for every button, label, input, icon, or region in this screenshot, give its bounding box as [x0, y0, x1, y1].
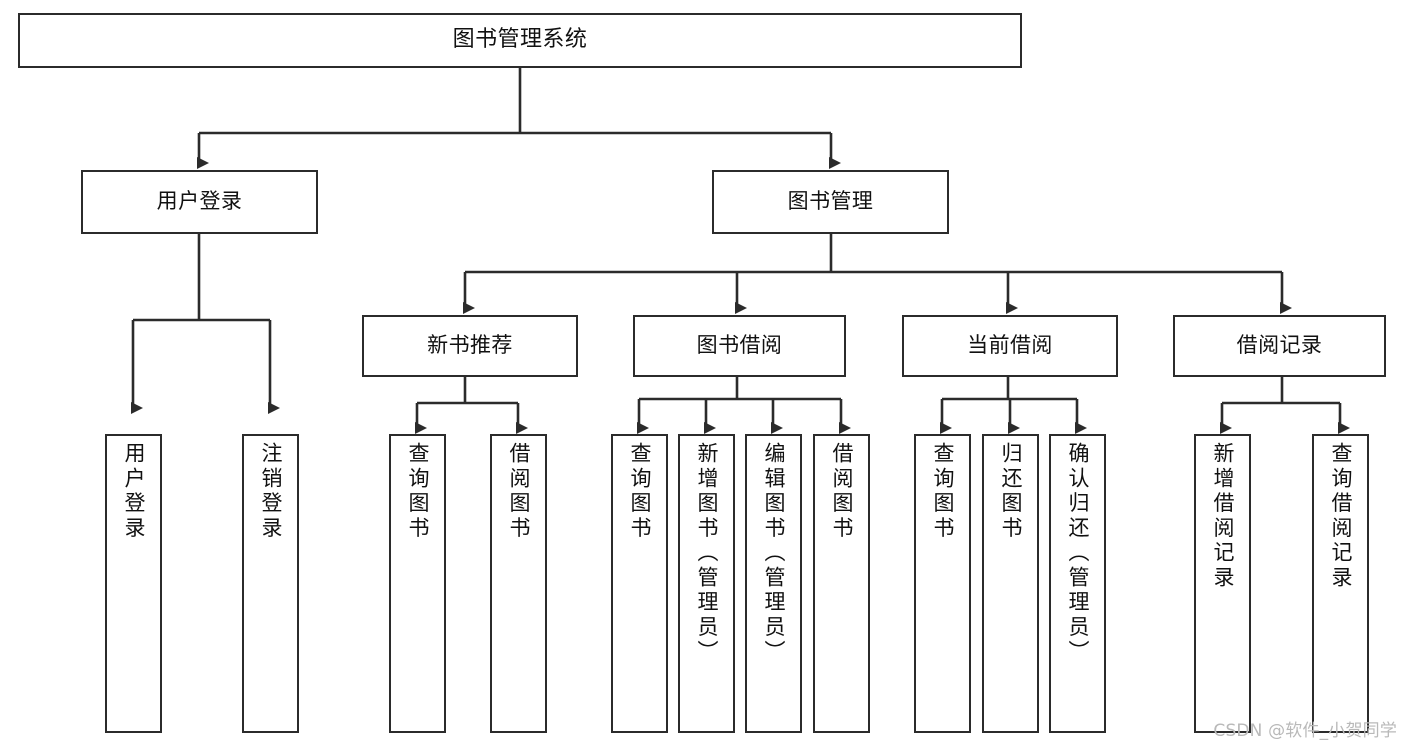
leaf-query-book-current[interactable]: 查询图书 — [914, 434, 971, 733]
leaf-query-book-borrow[interactable]: 查询图书 — [611, 434, 668, 733]
leaf-return-book[interactable]: 归还图书 — [982, 434, 1039, 733]
node-label: 确认归还（管理员） — [1066, 442, 1090, 666]
node-book-borrow[interactable]: 图书借阅 — [633, 315, 846, 377]
node-label: 图书管理系统 — [452, 27, 588, 53]
node-label: 查询借阅记录 — [1329, 442, 1353, 591]
leaf-borrow-book[interactable]: 借阅图书 — [813, 434, 870, 733]
leaf-logout[interactable]: 注销登录 — [242, 434, 299, 733]
node-book-management[interactable]: 图书管理 — [712, 170, 949, 234]
leaf-confirm-return-admin[interactable]: 确认归还（管理员） — [1049, 434, 1106, 733]
node-label: 编辑图书（管理员） — [762, 442, 786, 666]
node-label: 新增借阅记录 — [1211, 442, 1235, 591]
leaf-edit-book-admin[interactable]: 编辑图书（管理员） — [745, 434, 802, 733]
node-label: 图书管理 — [787, 189, 874, 214]
node-label: 归还图书 — [999, 442, 1023, 542]
leaf-user-login[interactable]: 用户登录 — [105, 434, 162, 733]
node-label: 用户登录 — [122, 442, 146, 542]
node-label: 查询图书 — [406, 442, 430, 542]
leaf-query-borrow-record[interactable]: 查询借阅记录 — [1312, 434, 1369, 733]
node-label: 注销登录 — [259, 442, 283, 542]
leaf-borrow-book-new[interactable]: 借阅图书 — [490, 434, 547, 733]
node-root-book-management-system[interactable]: 图书管理系统 — [18, 13, 1022, 68]
node-label: 用户登录 — [156, 189, 243, 214]
node-label: 借阅记录 — [1236, 333, 1323, 358]
node-new-book-recommend[interactable]: 新书推荐 — [362, 315, 578, 377]
node-label: 查询图书 — [931, 442, 955, 542]
node-label: 查询图书 — [628, 442, 652, 542]
node-label: 当前借阅 — [967, 333, 1053, 358]
node-label: 借阅图书 — [830, 442, 854, 542]
node-borrow-record[interactable]: 借阅记录 — [1173, 315, 1386, 377]
node-label: 新增图书（管理员） — [695, 442, 719, 666]
node-current-borrow[interactable]: 当前借阅 — [902, 315, 1118, 377]
node-user-login[interactable]: 用户登录 — [81, 170, 318, 234]
node-label: 图书借阅 — [696, 333, 783, 358]
leaf-add-book-admin[interactable]: 新增图书（管理员） — [678, 434, 735, 733]
node-label: 借阅图书 — [507, 442, 531, 542]
node-label: 新书推荐 — [427, 333, 513, 358]
leaf-add-borrow-record[interactable]: 新增借阅记录 — [1194, 434, 1251, 733]
leaf-query-book-new[interactable]: 查询图书 — [389, 434, 446, 733]
